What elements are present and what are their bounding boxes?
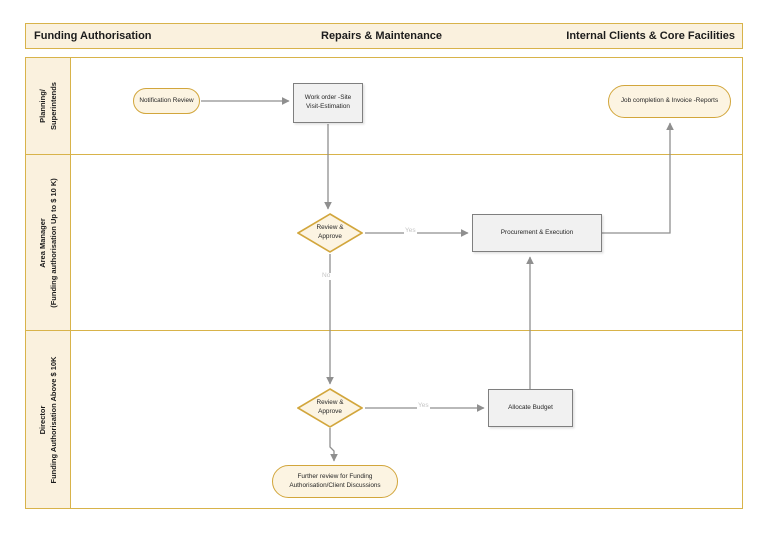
connector-procurement-to-job-completion [602,122,674,234]
node-notification-review: Notification Review [133,88,200,114]
node-label: Review & Approve [317,399,344,416]
node-label-line: Authorisation/Client Discussions [289,481,381,489]
header-title-internal-clients: Internal Clients & Core Facilities [566,30,735,42]
swimlane-area: Planning/ Superintends Area Manager (Fun… [25,57,743,509]
node-label: Review & Approve [317,224,344,241]
node-label: Job completion & Invoice -Reports [620,97,719,105]
swimlane-director: Director Funding Authorisation Above $ 1… [26,331,742,508]
edge-label-yes-2: Yes [417,402,430,410]
lane-label-director: Director Funding Authorisation Above $ 1… [26,331,71,508]
node-label-line: Review & [316,224,344,232]
node-label-line: Visit-Estimation [306,103,350,110]
node-label-line: Work order -Site [304,94,352,102]
diamond-shape [297,388,363,428]
node-work-order-site-visit: Work order -Site Visit-Estimation [293,83,363,123]
node-label-line: Review & [316,399,344,407]
node-label-line: Further review for Funding [297,472,373,480]
connector-review2-to-further-review [329,428,338,462]
node-label-line: Approve [318,408,342,415]
decision-review-approve-2: Review & Approve [297,388,363,428]
node-job-completion-invoice: Job completion & Invoice -Reports [608,85,731,118]
edge-label-yes-1: Yes [404,227,417,235]
lane-label-area-manager: Area Manager (Funding authorisation Up t… [26,155,71,330]
lane-content-director [71,331,742,508]
header-title-repairs-maintenance: Repairs & Maintenance [321,30,443,42]
node-label-line: Approve [318,233,342,240]
swimlane-area-manager: Area Manager (Funding authorisation Up t… [26,155,742,331]
diamond-shape [297,213,363,253]
edge-label-no-1: No [321,272,332,280]
lane-label-planning: Planning/ Superintends [26,58,71,154]
node-label: Allocate Budget [508,403,553,411]
decision-review-approve-1: Review & Approve [297,213,363,253]
node-further-review: Further review for Funding Authorisation… [272,465,398,498]
node-label: Notification Review [139,96,194,104]
node-label: Procurement & Execution [500,228,574,236]
lane-content-area-manager [71,155,742,330]
node-procurement-execution: Procurement & Execution [472,214,602,252]
node-allocate-budget: Allocate Budget [488,389,573,427]
header-title-funding-authorisation: Funding Authorisation [34,30,152,42]
header-bar: Funding Authorisation Repairs & Maintena… [25,23,743,49]
